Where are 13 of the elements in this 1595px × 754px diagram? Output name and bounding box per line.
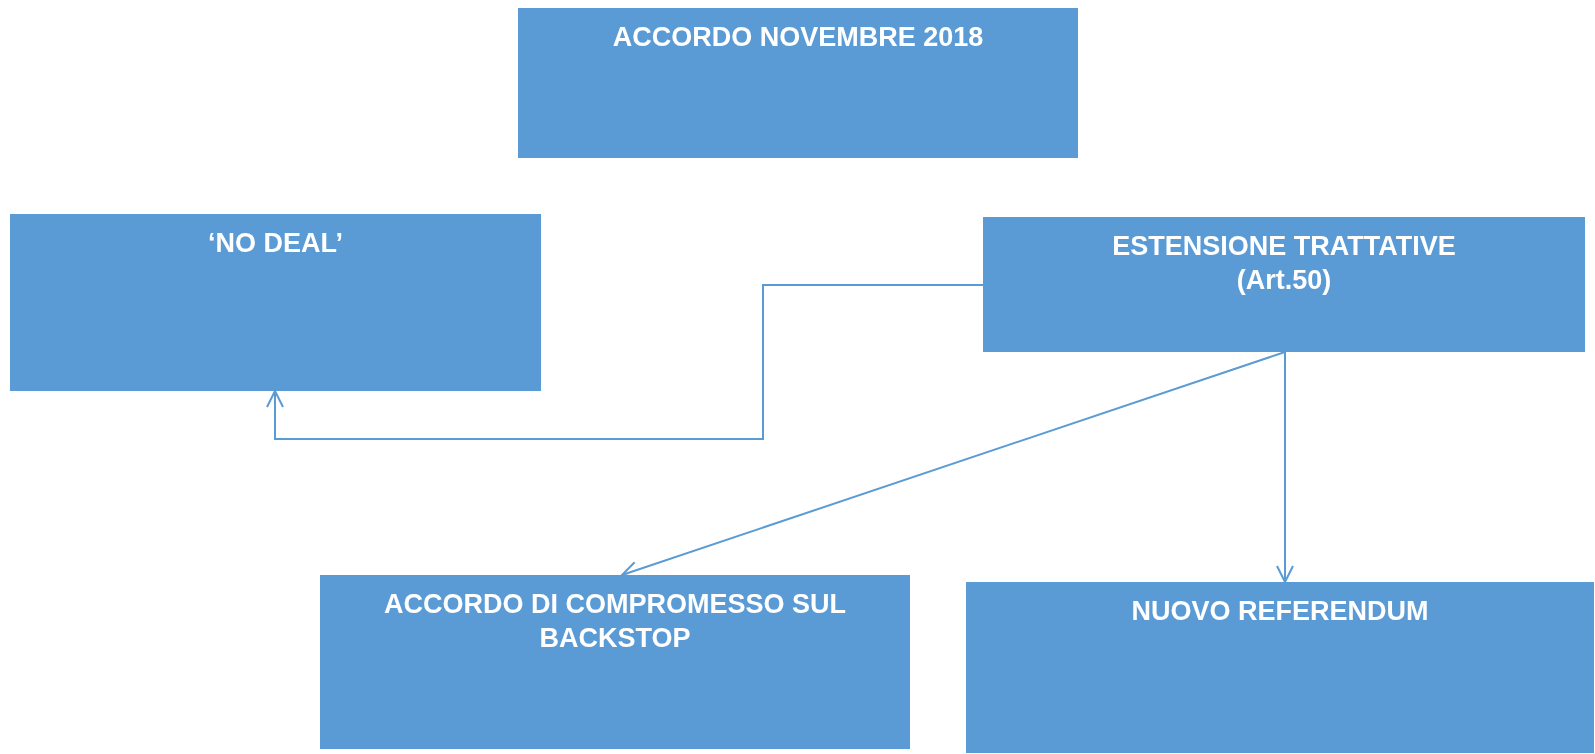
process-box	[518, 8, 1078, 158]
box-label: ESTENSIONE TRATTATIVE	[1111, 230, 1457, 263]
box-label: (Art.50)	[1235, 264, 1333, 297]
box-label: ‘NO DEAL’	[207, 227, 344, 260]
arrow	[1276, 351, 1294, 583]
box-label: ACCORDO NOVEMBRE 2018	[611, 21, 985, 54]
process-box	[966, 582, 1594, 753]
process-box	[983, 217, 1585, 352]
process-box	[10, 214, 541, 391]
box-label: NUOVO REFERENDUM	[1130, 595, 1430, 628]
box-label: ACCORDO DI COMPROMESSO SUL BACKSTOP	[383, 588, 847, 655]
process-box	[320, 575, 910, 749]
arrow	[266, 284, 984, 440]
